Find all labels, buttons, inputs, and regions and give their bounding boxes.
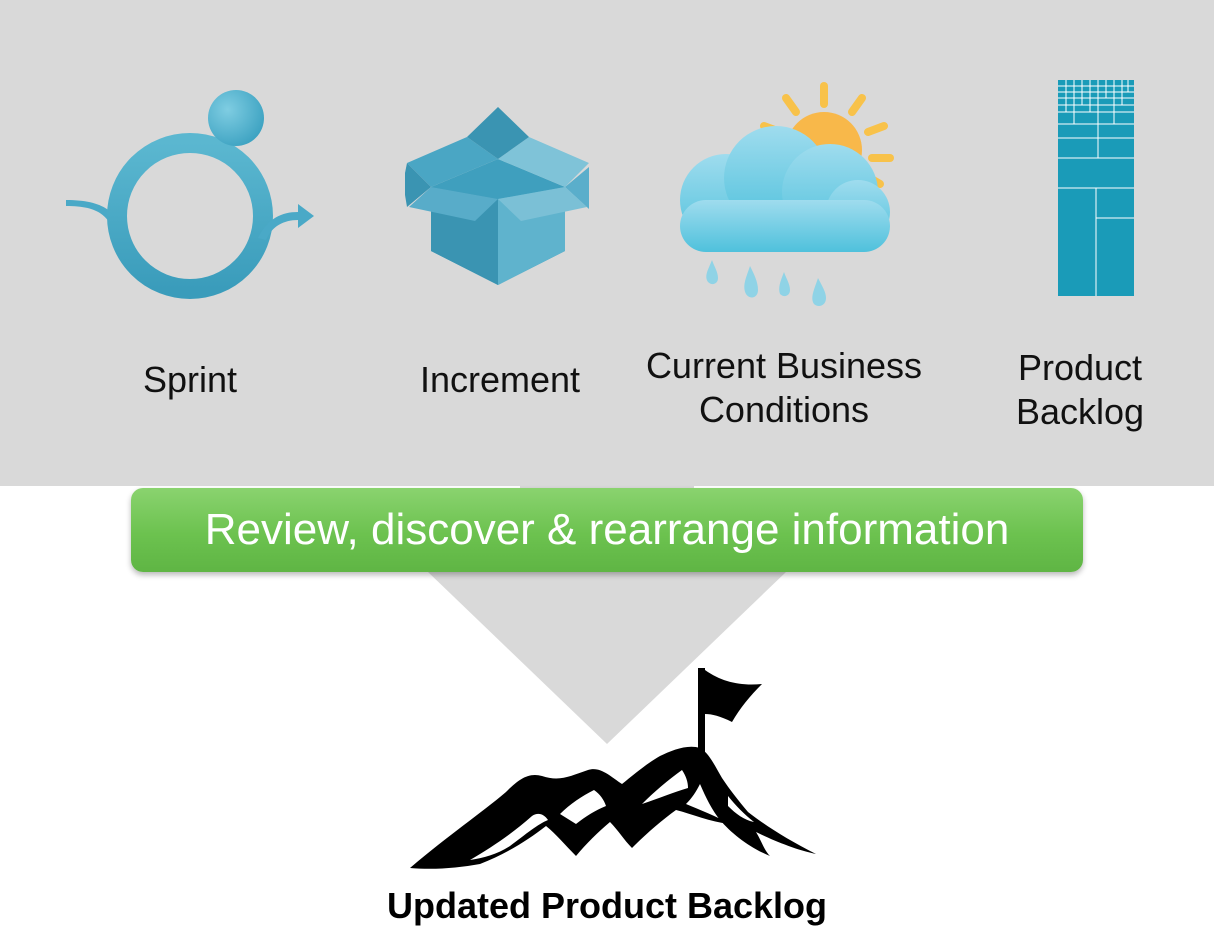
backlog-grid-icon bbox=[1058, 80, 1134, 296]
inputs-panel bbox=[0, 0, 1214, 486]
mountain-flag-icon bbox=[410, 668, 816, 869]
input-label-product-backlog: Product Backlog bbox=[1015, 347, 1145, 432]
open-box-icon bbox=[405, 107, 589, 285]
action-banner: Review, discover & rearrange information bbox=[131, 488, 1083, 572]
input-label-increment: Increment bbox=[419, 359, 581, 400]
output-label: Updated Product Backlog bbox=[386, 885, 828, 926]
input-label-business-conditions: Current Business Conditions bbox=[645, 345, 923, 430]
input-label-sprint: Sprint bbox=[142, 359, 238, 400]
weather-icon bbox=[680, 82, 894, 306]
sprint-cycle-icon bbox=[66, 90, 314, 299]
action-label: Review, discover & rearrange information bbox=[204, 505, 1010, 554]
